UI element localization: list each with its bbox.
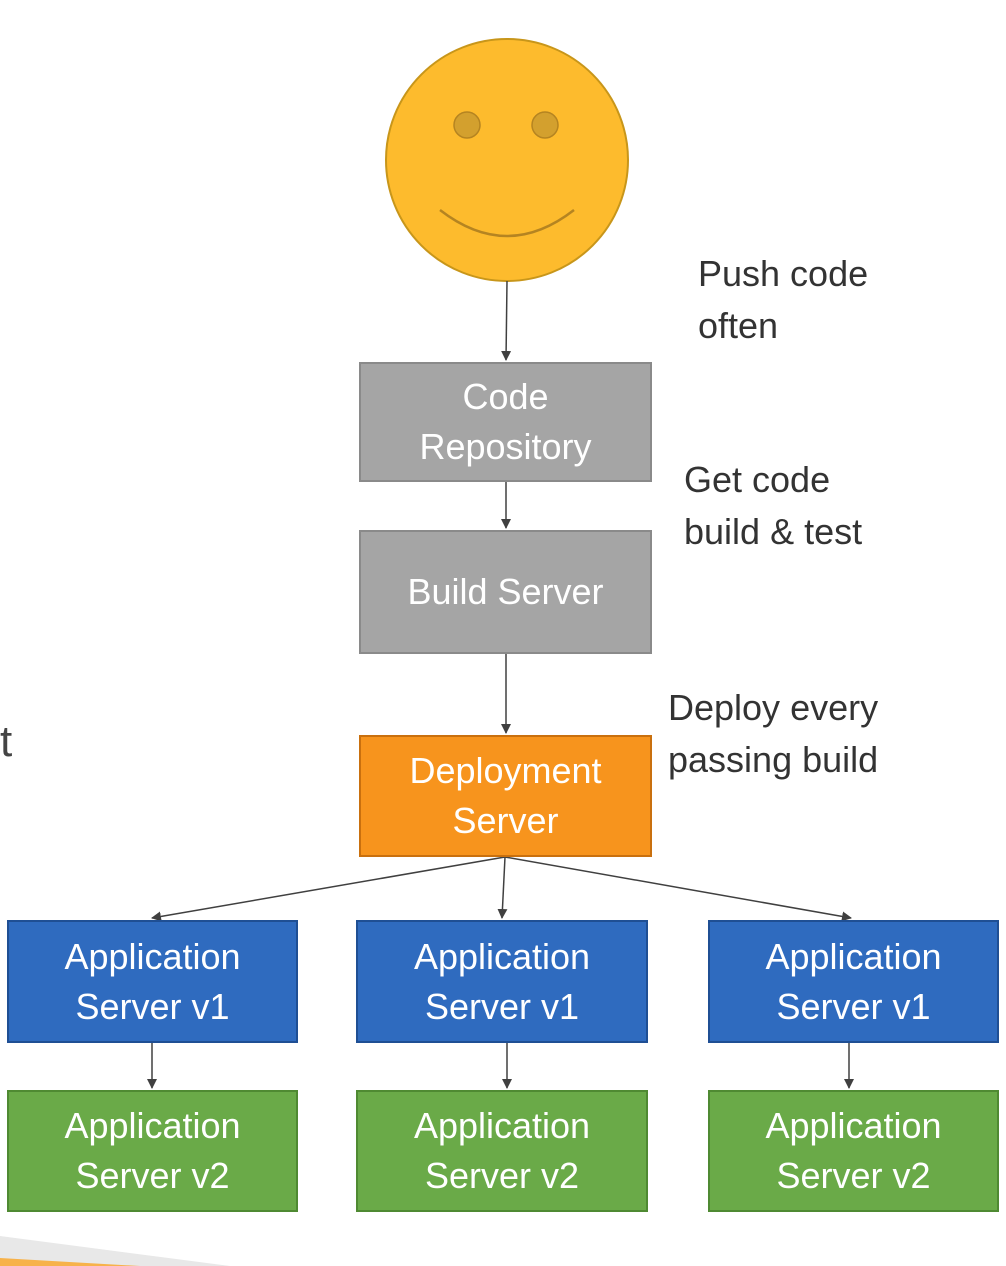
build-test-note: Get code build & test [684, 459, 863, 552]
app-server-v2-box-1: Application Server v2 [7, 1090, 298, 1212]
slide-decoration-accent [0, 1258, 140, 1266]
app-server-v1-box-2: Application Server v1 [356, 920, 648, 1043]
cropped-text: t [0, 717, 13, 766]
deployment-server-box: Deployment Server [359, 735, 652, 857]
build-server-box: Build Server [359, 530, 652, 654]
push-code-note: Push code often [698, 253, 869, 346]
app-server-v2-box-3: Application Server v2 [708, 1090, 999, 1212]
app-server-v2-box-2: Application Server v2 [356, 1090, 648, 1212]
arrow-deploy-to-app2 [497, 856, 508, 919]
arrow-deploy-to-app1 [151, 856, 506, 922]
arrow-deploy-to-app3 [504, 856, 852, 922]
app-server-v1-box-1: Application Server v1 [7, 920, 298, 1043]
slide-decoration [0, 1236, 230, 1266]
deploy-note: Deploy every passing build [668, 687, 879, 780]
smiley-face-icon [385, 38, 629, 282]
arrow-user-to-repo [501, 280, 512, 361]
app-server-v1-box-3: Application Server v1 [708, 920, 999, 1043]
code-repository-box: Code Repository [359, 362, 652, 482]
